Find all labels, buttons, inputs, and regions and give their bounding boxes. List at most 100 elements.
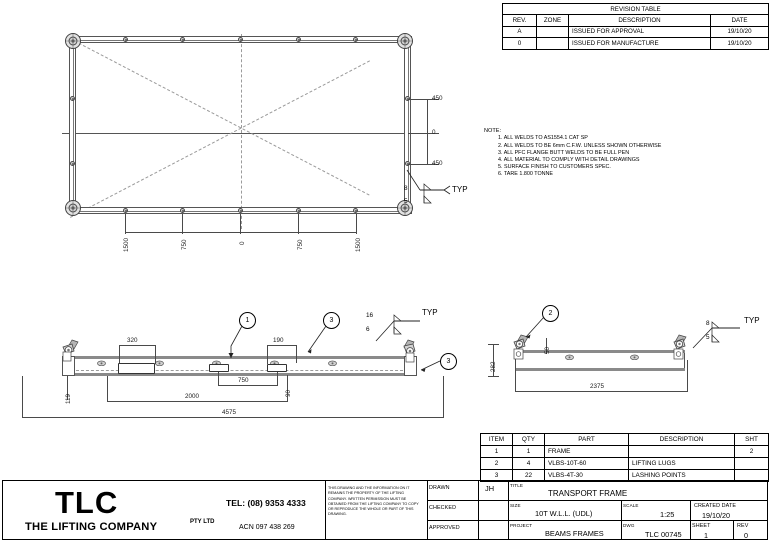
note-item: 1. ALL WELDS TO AS1554.1 CAT SP <box>498 135 588 142</box>
notes-heading: NOTE: <box>484 128 502 134</box>
bom-qty: 4 <box>512 457 545 470</box>
elevation-pad-small-2 <box>267 364 287 372</box>
bom-item: 2 <box>480 457 513 470</box>
lashing-point-elevation <box>97 353 106 371</box>
lashing-point-hole <box>354 209 357 212</box>
lashing-point-hole <box>124 38 127 41</box>
lifting-lug-endview-right <box>668 333 694 368</box>
rev-label: REV <box>737 523 749 529</box>
notes-block: NOTE: 1. ALL WELDS TO AS1554.1 CAT SP 2.… <box>484 128 661 179</box>
plan-dim-1500-left: 1500 <box>123 237 130 252</box>
sheet-value: 1 <box>704 531 708 540</box>
lashing-point-hole <box>354 38 357 41</box>
plan-dim-ext <box>125 214 126 234</box>
company-suffix: PTY LTD <box>190 519 215 525</box>
size-label: SIZE <box>510 503 521 508</box>
scale-value: 1:25 <box>660 510 675 519</box>
bom-header-row: ITEM QTY PART DESCRIPTION SHT <box>480 433 769 446</box>
elevation-weld-size-upper: 16 <box>366 312 374 319</box>
endview-weld-size-upper: 8 <box>706 320 710 327</box>
elevation-weld-size-lower: 6 <box>366 326 370 333</box>
zone-cell <box>536 25 569 39</box>
elev-dim-190-ext-l <box>267 345 268 364</box>
elev-dim-119-line <box>67 376 68 400</box>
elev-dim-4575-ext-r <box>443 376 444 418</box>
description-cell: ISSUED FOR MANUFACTURE <box>568 37 711 50</box>
plan-weld-typ-label: TYP <box>452 185 468 194</box>
endview-dim-282-line <box>493 344 494 376</box>
plan-dim-450-top: 450 <box>432 95 443 102</box>
lashing-point-elevation <box>155 353 164 371</box>
revision-table-header-row: REV. ZONE DESCRIPTION DATE <box>502 14 770 27</box>
elevation-bottom-flange <box>62 373 417 376</box>
elev-dim-750-line <box>218 385 277 386</box>
balloon-2-leader <box>518 313 548 348</box>
lashing-point-hole <box>406 162 409 165</box>
drawn-label: DRAWN <box>429 485 450 491</box>
bom-col-qty: QTY <box>512 433 545 446</box>
title-value: TRANSPORT FRAME <box>548 489 628 498</box>
elevation-view: 1 3 3 16 6 TYP 32 <box>0 300 470 430</box>
endview-dim-50-line <box>546 338 547 354</box>
project-value: BEAMS FRAMES <box>545 529 604 538</box>
lashing-point-endview <box>630 347 639 365</box>
table-row: 0 ISSUED FOR MANUFACTURE 19/10/20 <box>502 37 770 50</box>
description-col-header: DESCRIPTION <box>568 14 711 27</box>
balloon-callout-3b: 3 <box>440 353 457 370</box>
elev-dim-2000-line <box>107 401 287 402</box>
plan-dim-ext <box>182 214 183 234</box>
bom-sht: 2 <box>734 445 769 458</box>
project-label: PROJECT <box>510 523 533 528</box>
company-telephone: TEL: (08) 9353 4333 <box>226 498 306 508</box>
zone-col-header: ZONE <box>536 14 569 27</box>
tb-divider-3 <box>478 481 479 539</box>
plan-dim-0: 0 <box>432 129 436 136</box>
lashing-point-hole <box>71 162 74 165</box>
bom-part: VLBS-10T-60 <box>544 457 629 470</box>
title-block <box>2 480 768 540</box>
tb-row-divider-2 <box>427 520 767 521</box>
elevation-top-flange <box>62 356 417 360</box>
elev-dim-4575: 4575 <box>222 409 237 416</box>
plan-dim-ext <box>298 214 299 234</box>
table-row: 1 1 FRAME 2 <box>480 445 769 458</box>
table-row: 2 4 VLBS-10T-60 LIFTING LUGS <box>480 457 769 470</box>
plan-weld-size-upper: 8 <box>404 185 408 192</box>
size-value: 10T W.L.L. (UDL) <box>535 509 593 518</box>
plan-centreline-vertical <box>241 34 242 229</box>
tb-divider-1 <box>325 481 326 539</box>
lifting-lug-corner-br <box>396 199 414 222</box>
checked-label: CHECKED <box>429 505 457 511</box>
date-cell: 19/10/20 <box>709 37 770 50</box>
balloon-callout-1: 1 <box>239 312 256 329</box>
company-logo: TLC <box>55 485 119 520</box>
rev-cell: A <box>502 25 537 39</box>
dwg-value: TLC 00745 <box>645 530 682 539</box>
date-col-header: DATE <box>709 14 770 27</box>
plan-view: 450 0 450 1500 750 0 750 1500 8 5 TYP <box>0 0 480 260</box>
endview-top-flange <box>515 350 685 353</box>
tb-divider-7 <box>733 520 734 539</box>
tb-divider-2 <box>427 481 428 539</box>
lashing-point-elevation <box>328 353 337 371</box>
tb-divider-4 <box>508 481 509 539</box>
title-label: TITLE <box>510 483 524 488</box>
endview-dim-282-ext-b <box>488 376 499 377</box>
bom-sht <box>734 469 769 482</box>
bom-description <box>628 445 735 458</box>
elev-dim-2000-ext-r <box>287 393 288 402</box>
elev-dim-4575-ext-l <box>22 376 23 418</box>
lashing-point-hole <box>124 209 127 212</box>
elev-dim-190: 190 <box>273 337 284 344</box>
plan-dim-ext-450-bot <box>408 163 439 165</box>
elev-dim-320-line <box>119 345 155 346</box>
endview-dim-2375-ext-r <box>687 360 688 392</box>
bom-part: FRAME <box>544 445 629 458</box>
balloon-3b-leader <box>411 357 443 380</box>
lashing-point-hole <box>297 209 300 212</box>
drawn-value: JH <box>485 484 495 493</box>
plan-dim-750-left: 750 <box>181 239 188 250</box>
plan-dim-1500-right: 1500 <box>355 237 362 252</box>
tb-divider-5 <box>621 500 622 539</box>
tb-row-divider-1 <box>427 500 767 501</box>
